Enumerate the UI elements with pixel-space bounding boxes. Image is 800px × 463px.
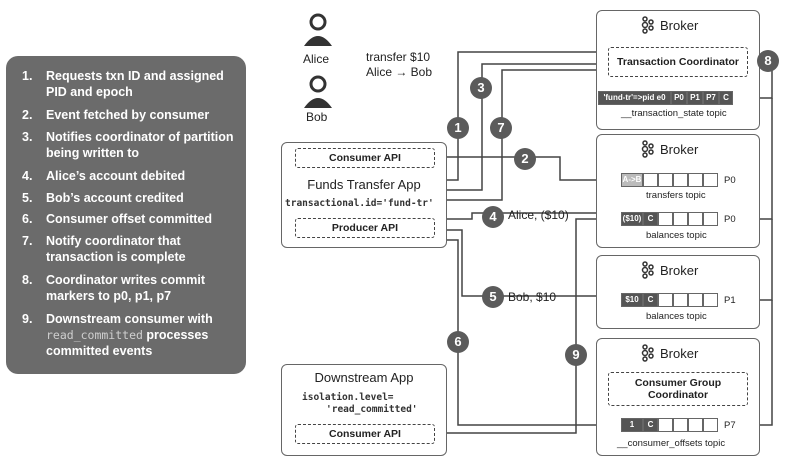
step-text: Event fetched by consumer bbox=[46, 108, 210, 122]
step-text: Consumer offset committed bbox=[46, 212, 212, 226]
empty-cell bbox=[658, 212, 673, 226]
empty-cell bbox=[673, 173, 688, 187]
downstream-app-title: Downstream App bbox=[314, 370, 414, 385]
balances-cell: C bbox=[643, 212, 658, 226]
transfers-partition: P0 bbox=[724, 175, 736, 186]
step-text: Coordinator writes commit markers to p0,… bbox=[46, 273, 206, 303]
transfer-amount: transfer $10 bbox=[366, 50, 431, 64]
funds-app-title: Funds Transfer App bbox=[307, 177, 421, 192]
balances-partition: P0 bbox=[724, 214, 736, 225]
empty-cell bbox=[688, 293, 703, 307]
empty-cell bbox=[658, 293, 673, 307]
step-number: 3. bbox=[22, 130, 33, 144]
step-text-b: processes committed events bbox=[46, 328, 209, 358]
transaction-coordinator: Transaction Coordinator bbox=[608, 47, 748, 77]
transaction-state-topic: __transaction_state topic bbox=[621, 108, 727, 119]
bob-person-icon bbox=[300, 74, 336, 110]
empty-cell bbox=[688, 173, 703, 187]
transfers-cell: A->B bbox=[621, 173, 643, 187]
step-number: 5. bbox=[22, 191, 33, 205]
empty-cell bbox=[658, 418, 673, 432]
funds-consumer-api: Consumer API bbox=[295, 148, 435, 168]
kafka-broker-icon bbox=[640, 261, 654, 284]
consumer-group-coordinator: Consumer Group Coordinator bbox=[608, 372, 748, 406]
alice-person-icon bbox=[300, 12, 336, 48]
step-badge-1: 1 bbox=[447, 117, 469, 139]
step-number: 1. bbox=[22, 69, 33, 83]
step-text: Alice’s account debited bbox=[46, 169, 186, 183]
offsets-cell: C bbox=[643, 418, 658, 432]
kafka-broker-icon bbox=[640, 16, 654, 39]
transfers-topic: transfers topic bbox=[646, 190, 706, 201]
downstream-consumer-api: Consumer API bbox=[295, 424, 435, 444]
broker-1-label: Broker bbox=[660, 18, 699, 33]
broker-2-label: Broker bbox=[660, 142, 699, 157]
empty-cell bbox=[703, 173, 718, 187]
step-text-a: Downstream consumer with bbox=[46, 312, 213, 326]
kafka-broker-icon bbox=[640, 344, 654, 367]
bob-credit-event: Bob, $10 bbox=[508, 290, 557, 304]
step-badge-9: 9 bbox=[565, 344, 587, 366]
funds-producer-api: Producer API bbox=[295, 218, 435, 238]
empty-cell bbox=[658, 173, 673, 187]
broker-2 bbox=[596, 134, 760, 248]
step-number: 6. bbox=[22, 212, 33, 226]
step-badge-5: 5 bbox=[482, 286, 504, 308]
transfer-direction: Alice → Bob bbox=[366, 65, 433, 79]
empty-cell bbox=[673, 418, 688, 432]
balances-cell: $10 bbox=[621, 293, 643, 307]
step-code: read_committed bbox=[46, 328, 143, 342]
step-badge-4: 4 bbox=[482, 206, 504, 228]
step-number: 8. bbox=[22, 273, 33, 287]
txn-state-cell: P1 bbox=[687, 91, 703, 105]
empty-cell bbox=[703, 212, 718, 226]
step-badge-2: 2 bbox=[514, 148, 536, 170]
kafka-broker-icon bbox=[640, 140, 654, 163]
consumer-offsets-topic: __consumer_offsets topic bbox=[617, 438, 726, 449]
step-number: 7. bbox=[22, 234, 33, 248]
step-number: 4. bbox=[22, 169, 33, 183]
alice-debit-event: Alice, ($10) bbox=[508, 208, 569, 222]
transactional-id-config: transactional.id='fund-tr' bbox=[285, 198, 434, 209]
empty-cell bbox=[673, 293, 688, 307]
cgc-line-2: Coordinator bbox=[647, 389, 709, 401]
step-text: Downstream consumer with read_committed … bbox=[46, 311, 246, 359]
isolation-level-config: isolation.level= bbox=[302, 392, 394, 403]
step-text: Notify coordinator that transaction is c… bbox=[46, 234, 186, 264]
bob-label: Bob bbox=[306, 110, 328, 124]
txn-state-cell: P0 bbox=[671, 91, 687, 105]
broker-3-label: Broker bbox=[660, 263, 699, 278]
balances-p1-topic: balances topic bbox=[646, 311, 707, 322]
balances-cell: ($10) bbox=[621, 212, 643, 226]
offsets-cell: 1 bbox=[621, 418, 643, 432]
cgc-line-1: Consumer Group bbox=[634, 377, 722, 389]
step-number: 9. bbox=[22, 312, 33, 326]
empty-cell bbox=[703, 418, 718, 432]
empty-cell bbox=[703, 293, 718, 307]
txn-state-cell: C bbox=[719, 91, 733, 105]
step-number: 2. bbox=[22, 108, 33, 122]
step-badge-7: 7 bbox=[490, 117, 512, 139]
step-text: Notifies coordinator of partition being … bbox=[46, 130, 234, 160]
balances-cell: C bbox=[643, 293, 658, 307]
txn-state-cell: 'fund-tr'=>pid e0 bbox=[598, 91, 671, 105]
balances-topic: balances topic bbox=[646, 230, 707, 241]
step-badge-6: 6 bbox=[447, 331, 469, 353]
broker-4-label: Broker bbox=[660, 346, 699, 361]
empty-cell bbox=[673, 212, 688, 226]
isolation-level-value: 'read_committed' bbox=[326, 404, 418, 415]
empty-cell bbox=[688, 418, 703, 432]
empty-cell bbox=[688, 212, 703, 226]
txn-state-cell: P7 bbox=[703, 91, 719, 105]
steps-panel: 1. Requests txn ID and assigned PID and … bbox=[6, 56, 246, 374]
broker-3 bbox=[596, 255, 760, 329]
alice-label: Alice bbox=[303, 52, 330, 66]
step-text: Requests txn ID and assigned PID and epo… bbox=[46, 69, 224, 99]
step-badge-8: 8 bbox=[757, 50, 779, 72]
balances-p1-partition: P1 bbox=[724, 295, 736, 306]
step-badge-3: 3 bbox=[470, 77, 492, 99]
step-text: Bob’s account credited bbox=[46, 191, 184, 205]
empty-cell bbox=[643, 173, 658, 187]
offsets-partition: P7 bbox=[724, 420, 736, 431]
